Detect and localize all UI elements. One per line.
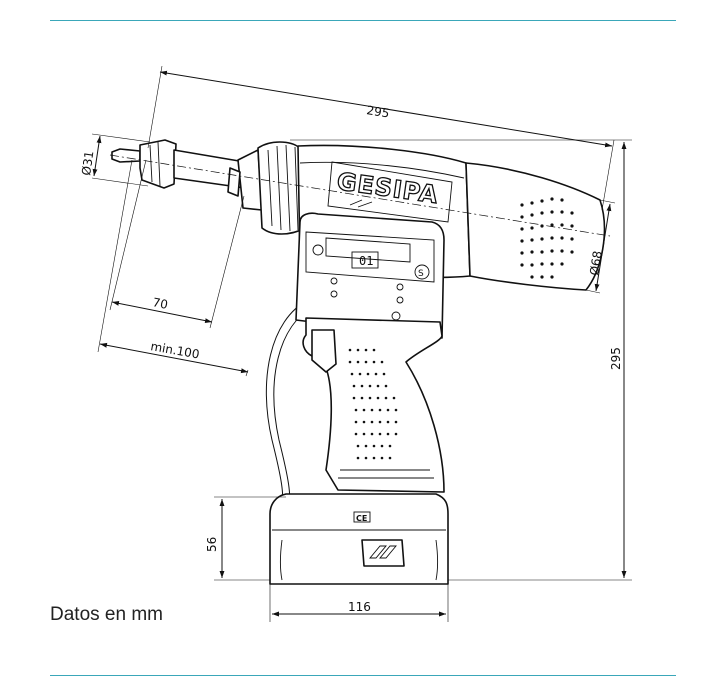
brand-plate <box>327 161 453 223</box>
units-caption: Datos en mm <box>50 604 163 625</box>
display-label: 01 <box>359 254 373 268</box>
control-head <box>295 212 445 339</box>
battery-release-latch[interactable] <box>361 539 405 567</box>
dim-depth-70: 70 <box>151 295 169 312</box>
rear-housing <box>465 162 606 291</box>
ce-mark-box <box>353 511 371 523</box>
ce-mark: CE <box>356 514 367 523</box>
left-screw-icon <box>312 244 324 256</box>
dim-length-295: 295 <box>366 103 391 120</box>
indicator-light-3 <box>330 290 338 298</box>
bottom-divider <box>50 675 676 676</box>
dim-nose-diameter: Ø31 <box>79 150 96 176</box>
grip-texture <box>348 348 398 460</box>
indicator-light-2 <box>396 283 404 291</box>
dim-height-295: 295 <box>609 347 623 370</box>
mandrel-pin <box>111 148 141 163</box>
handle <box>302 317 445 493</box>
dim-battery-height: 56 <box>205 537 219 552</box>
display-panel <box>305 231 435 283</box>
rivet-tool-outline: GESIPA 01 S <box>111 139 606 585</box>
power-cable <box>265 299 309 506</box>
indicator-light-1 <box>330 277 338 285</box>
dim-body-diameter: Ø68 <box>587 250 605 277</box>
trigger[interactable] <box>311 329 337 373</box>
indicator-light-4 <box>396 296 404 304</box>
top-divider <box>50 20 676 21</box>
battery-pack <box>269 493 449 585</box>
dimension-lines <box>91 65 632 622</box>
vent-holes <box>520 197 574 279</box>
s-button-label: S <box>418 269 424 279</box>
dim-battery-width: 116 <box>348 600 371 614</box>
s-button[interactable] <box>414 264 430 280</box>
